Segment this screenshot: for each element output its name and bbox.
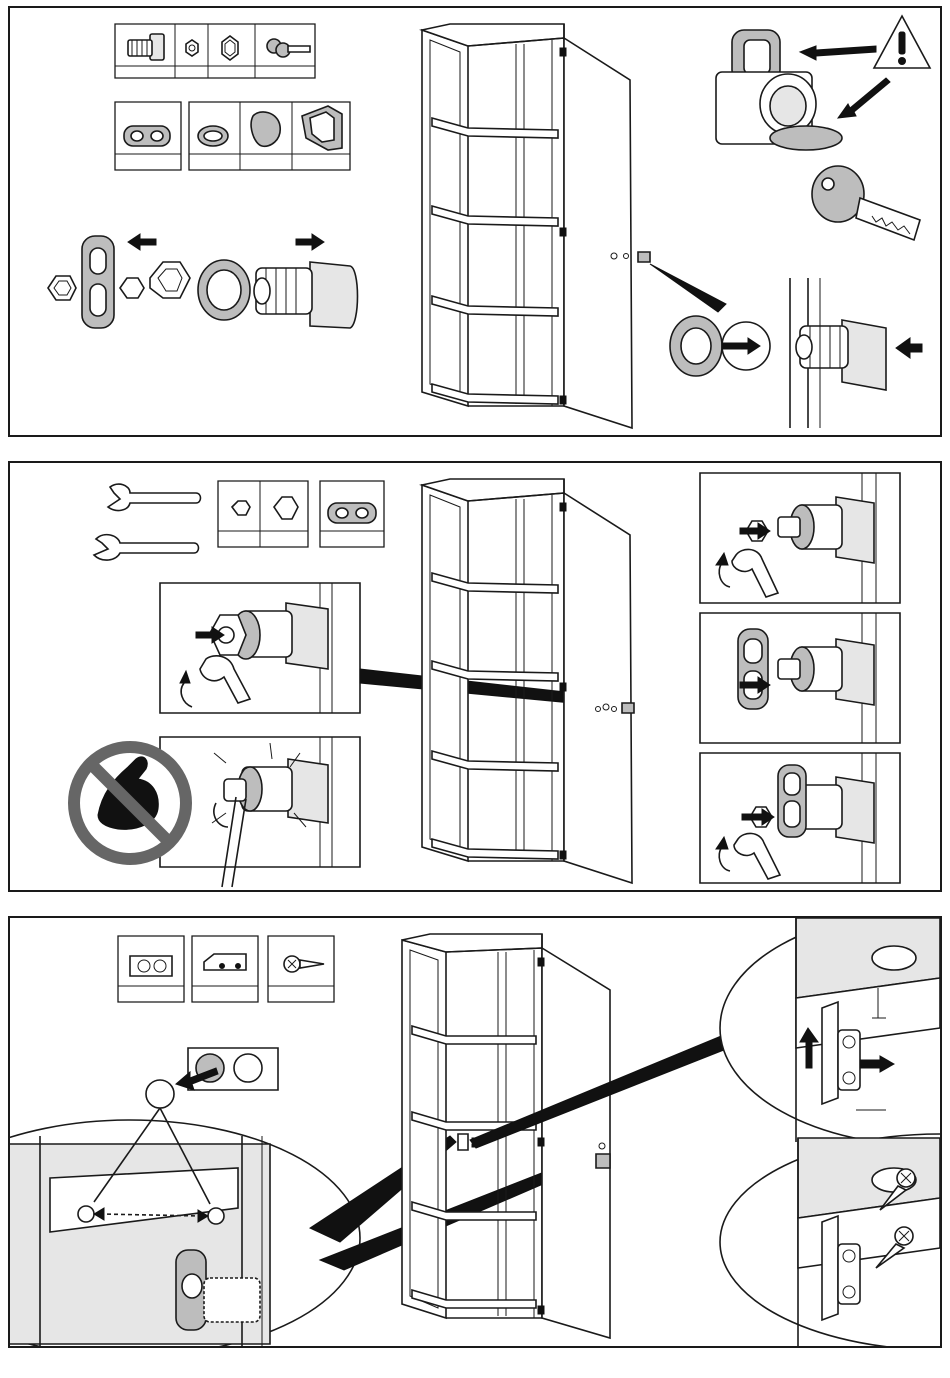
hole-detail-zoom xyxy=(10,1108,360,1346)
sequence-detail-1 xyxy=(700,473,900,603)
step-1-panel xyxy=(8,6,942,437)
warning-triangle-icon xyxy=(874,16,930,68)
arrow-icon xyxy=(896,338,922,358)
cabinet-icon xyxy=(422,479,634,883)
strike-plate-icon xyxy=(204,954,246,970)
sequence-detail-3 xyxy=(700,753,900,883)
no-excessive-force-icon xyxy=(74,747,186,859)
parts-row-1 xyxy=(115,24,315,78)
spacer-plate-icon xyxy=(124,126,170,146)
arrow-icon xyxy=(296,234,324,250)
screw-detail-zoom xyxy=(720,1134,940,1346)
arrow-icon xyxy=(800,46,876,60)
sticker-sheet xyxy=(146,1048,278,1108)
step-2-panel xyxy=(8,461,942,892)
parts-row-3 xyxy=(118,936,334,1002)
parts-row-2 xyxy=(115,102,350,170)
strike-plate-detail-zoom xyxy=(720,918,940,1146)
sequence-detail-2 xyxy=(700,613,900,743)
sticker-icon xyxy=(251,112,280,146)
exploded-lock-parts xyxy=(48,234,358,328)
tighten-detail xyxy=(160,583,360,713)
nut-icon xyxy=(186,40,198,56)
step-3-panel xyxy=(8,916,942,1348)
tools-row xyxy=(94,481,384,560)
arrow-icon xyxy=(128,234,156,250)
wrench-icon xyxy=(94,535,199,560)
wrench-icon xyxy=(108,484,201,510)
spacer-plate-icon xyxy=(328,503,376,523)
arrow-icon xyxy=(838,78,890,118)
